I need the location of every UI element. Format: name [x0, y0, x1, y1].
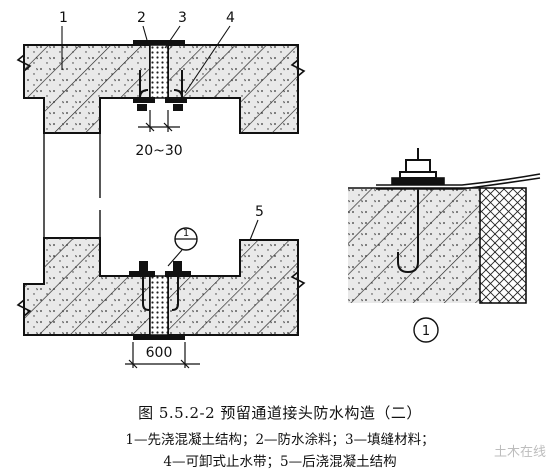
callout-5: 5 [255, 204, 264, 220]
callout-4: 4 [226, 10, 235, 26]
gap-dimension [138, 110, 180, 132]
detail-anchor-bolt [397, 148, 437, 274]
watermark: 土木在线 [493, 445, 546, 460]
detail-label-number: 1 [422, 324, 430, 339]
detail-waterstop-band [376, 173, 541, 190]
passage-outline [43, 133, 101, 245]
callout-1: 1 [59, 10, 68, 26]
leader-lines-top [61, 25, 231, 94]
bottom-joint-filler [149, 275, 169, 336]
top-coating [133, 40, 185, 45]
top-slab-right [167, 44, 299, 134]
leader-line-5 [249, 219, 259, 241]
detail-label-circle [413, 317, 439, 343]
legend-line-2: 4—可卸式止水带；5—后浇混凝土结构 [163, 454, 397, 470]
gap-dimension-label: 20~30 [135, 143, 182, 159]
top-joint-filler [149, 44, 169, 99]
detail-filler-block [479, 187, 527, 304]
width-dimension-label: 600 [146, 345, 173, 361]
bottom-coating [133, 335, 185, 340]
detail-reference-number: 1 [183, 228, 189, 239]
bottom-slab-left [23, 237, 151, 336]
figure-caption: 图 5.5.2-2 预留通道接头防水构造（二） [138, 404, 422, 422]
callout-3: 3 [178, 10, 187, 26]
detail-concrete [348, 187, 480, 303]
detail-reference-marker [167, 227, 198, 267]
top-break-lines [16, 45, 306, 133]
bottom-waterstop [129, 261, 191, 311]
legend-line-1: 1—先浇混凝土结构；2—防水涂料；3—填缝材料； [125, 432, 435, 448]
bottom-break-lines [16, 240, 306, 335]
bottom-slab-right [167, 239, 299, 336]
top-slab-left [23, 44, 151, 134]
callout-2: 2 [137, 10, 146, 26]
top-waterstop [133, 70, 187, 111]
width-dimension [125, 342, 200, 369]
